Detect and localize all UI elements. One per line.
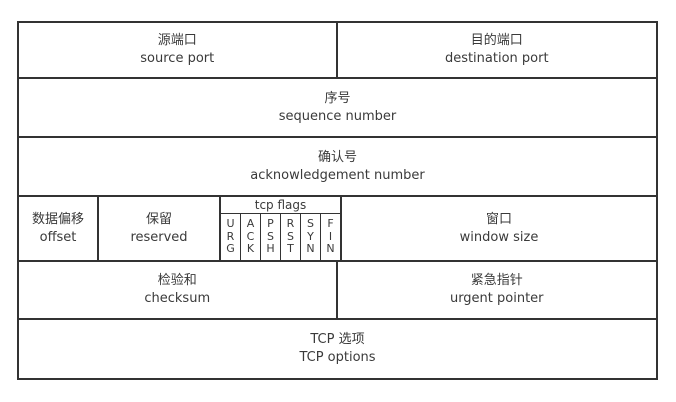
field-urgent-pointer: 紧急指针 urgent pointer [338,262,657,318]
checksum-label-en: checksum [144,291,211,306]
field-sequence-number: 序号 sequence number [19,79,656,136]
urgent-pointer-label-en: urgent pointer [449,291,544,306]
field-window-size: 窗口 window size [342,197,656,260]
row-sequence-number: 序号 sequence number [19,79,656,138]
source-port-label-en: source port [140,51,215,66]
field-offset: 数据偏移 offset [19,197,99,260]
flag-ack: A C K [241,214,261,260]
tcp-header-table: 源端口 source port 目的端口 destination port 序号… [17,21,658,380]
tcp-flags-title: tcp flags [221,197,340,214]
reserved-label-en: reserved [130,229,188,245]
row-ports: 源端口 source port 目的端口 destination port [19,23,656,79]
row-tcp-options: TCP 选项 TCP options [19,320,656,378]
flag-syn: S Y N [301,214,321,260]
field-source-port: 源端口 source port [19,23,338,77]
field-checksum: 检验和 checksum [19,262,338,318]
sequence-number-label-zh: 序号 [324,90,351,106]
offset-label-en: offset [39,229,77,245]
window-size-label-zh: 窗口 [485,211,512,227]
flag-urg: U R G [221,214,241,260]
sequence-number-label-en: sequence number [278,108,397,124]
row-offset-flags-window: 数据偏移 offset 保留 reserved tcp flags U R G … [19,197,656,262]
field-acknowledgement-number: 确认号 acknowledgement number [19,138,656,195]
window-size-label-en: window size [459,229,539,245]
flag-psh: P S H [261,214,281,260]
field-tcp-flags: tcp flags U R G A C K P S H R S T S Y N … [221,197,342,260]
acknowledgement-number-label-zh: 确认号 [317,149,357,165]
source-port-label-zh: 源端口 [157,33,197,49]
flag-rst: R S T [281,214,301,260]
row-acknowledgement-number: 确认号 acknowledgement number [19,138,656,197]
destination-port-label-zh: 目的端口 [470,33,523,49]
field-destination-port: 目的端口 destination port [338,23,657,77]
field-reserved: 保留 reserved [99,197,221,260]
flag-fin: F I N [326,217,335,256]
offset-label-zh: 数据偏移 [31,211,84,227]
field-tcp-options: TCP 选项 TCP options [19,320,656,378]
reserved-label-zh: 保留 [145,211,172,227]
checksum-label-zh: 检验和 [157,273,197,289]
tcp-options-label-zh: TCP 选项 [310,332,365,348]
destination-port-label-en: destination port [444,51,549,66]
acknowledgement-number-label-en: acknowledgement number [250,167,425,183]
tcp-flags-grid: U R G A C K P S H R S T S Y N F I N [221,214,340,260]
tcp-options-label-en: TCP options [299,350,376,365]
row-checksum-urgent: 检验和 checksum 紧急指针 urgent pointer [19,262,656,320]
urgent-pointer-label-zh: 紧急指针 [470,273,523,289]
